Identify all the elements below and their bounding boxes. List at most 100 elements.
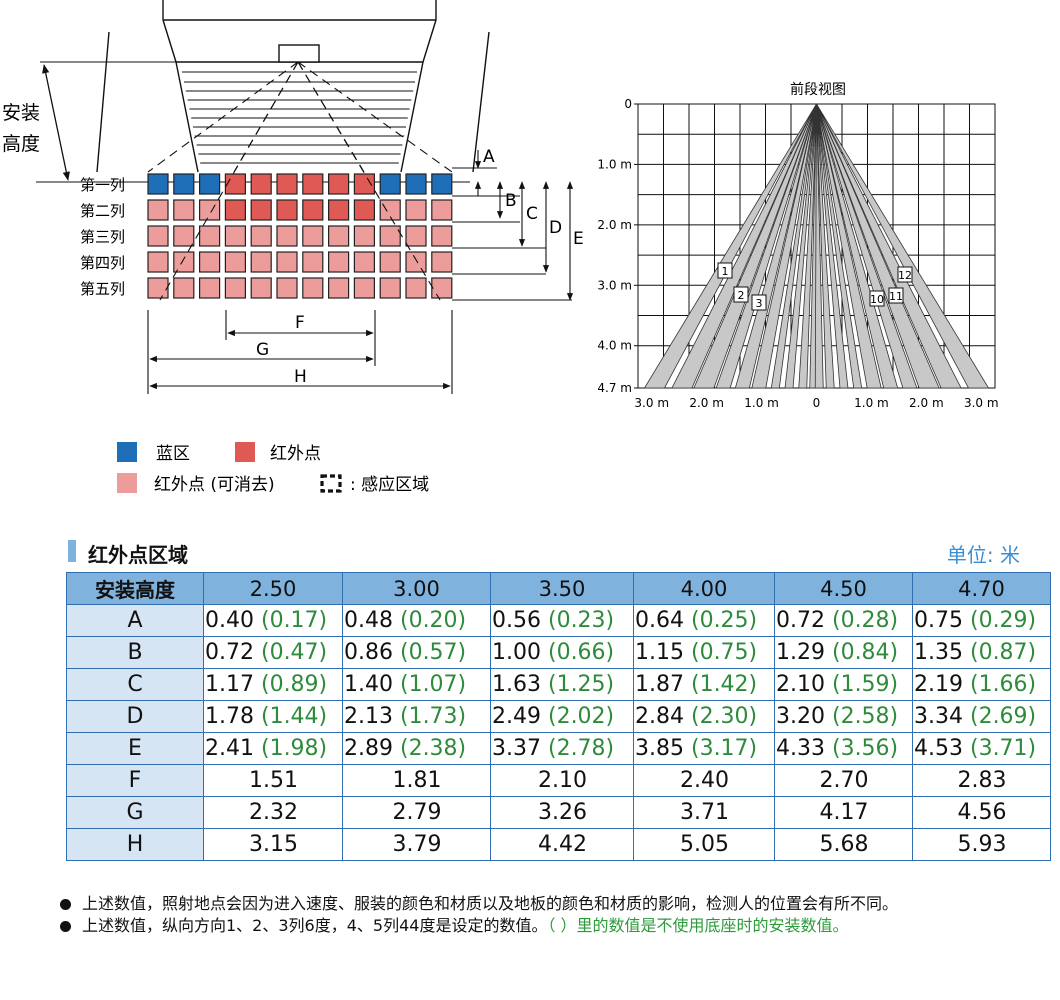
beam	[816, 103, 940, 389]
dim-label-c: C	[526, 204, 538, 224]
table-header-row: 安装高度 2.50 3.00 3.50 4.00 4.50 4.70	[66, 572, 1051, 605]
cell-alt-value: (1.98)	[260, 736, 328, 761]
cell-alt-value: (3.71)	[969, 736, 1037, 761]
ir-spot-cell	[199, 199, 221, 221]
unit-label: 单位: 米	[946, 543, 1020, 567]
y-tick-label: 0	[624, 97, 632, 111]
ir-spot-cell	[173, 251, 195, 273]
ir-spot-cell	[379, 199, 401, 221]
x-tick-label: 2.0 m	[689, 396, 724, 410]
ir-spot-cell	[224, 173, 246, 195]
table-cell: 0.56 (0.23)	[490, 604, 634, 637]
table-cell: 1.15 (0.75)	[633, 636, 775, 669]
y-tick-label: 3.0 m	[597, 278, 632, 292]
beam	[816, 103, 962, 389]
bullet-icon	[60, 899, 71, 910]
cell-value: 0.86	[344, 640, 393, 665]
cell-alt-value: (1.73)	[399, 704, 467, 729]
table-cell: 2.70	[774, 764, 913, 797]
table-cell: 1.51	[203, 764, 343, 797]
x-tick-label: 3.0 m	[634, 396, 669, 410]
sensor-stripes	[182, 71, 417, 164]
ir-spot-cell	[353, 225, 375, 247]
table-cell: 2.89 (2.38)	[342, 732, 491, 765]
dim-label-h: H	[294, 367, 307, 387]
ir-spot-cell	[328, 251, 350, 273]
ir-spot-cell	[431, 251, 453, 273]
table-header-col: 4.50	[774, 572, 913, 605]
cell-alt-value: (1.44)	[260, 704, 328, 729]
ir-spot-cell	[405, 173, 427, 195]
row-label: 第四列	[80, 254, 125, 272]
legend-zone-icon	[320, 474, 342, 493]
cell-value: 3.79	[392, 832, 442, 857]
beam-label: 10	[870, 293, 884, 306]
cell-alt-value: (1.25)	[547, 672, 615, 697]
section-title: 红外点区域	[88, 543, 188, 567]
beam	[643, 103, 817, 389]
ir-spot-cell	[173, 173, 195, 195]
beam	[784, 103, 817, 389]
cell-value: 2.10	[538, 768, 587, 793]
ir-spot-cell	[431, 277, 453, 299]
ir-spot-cell	[199, 225, 221, 247]
x-tick-label: 2.0 m	[909, 396, 944, 410]
legend-zone-label: : 感应区域	[350, 475, 429, 495]
beam-label: 12	[898, 269, 912, 282]
table-row-label: H	[66, 828, 204, 861]
table-cell: 2.10 (1.59)	[774, 668, 913, 701]
ir-spot-cell	[302, 277, 324, 299]
cell-value: 1.40	[344, 672, 393, 697]
table-cell: 3.26	[490, 796, 634, 829]
cell-value: 3.37	[492, 736, 541, 761]
table-cell: 5.93	[912, 828, 1051, 861]
ir-spot-cell	[431, 225, 453, 247]
beam	[715, 103, 817, 389]
table-row-label: B	[66, 636, 204, 669]
legend-blue-label: 蓝区	[156, 444, 190, 464]
vertical-dimension-letters: A B C D E	[483, 147, 584, 249]
install-height-label-2: 高度	[2, 133, 40, 155]
table-cell: 3.34 (2.69)	[912, 700, 1051, 733]
cell-value: 2.70	[819, 768, 869, 793]
table-cell: 1.35 (0.87)	[912, 636, 1051, 669]
legend-pink-label: 红外点 (可消去)	[154, 475, 275, 495]
x-tick-label: 0	[813, 396, 821, 410]
beam	[816, 103, 899, 389]
cell-value: 1.87	[635, 672, 684, 697]
cell-value: 4.33	[776, 736, 825, 761]
ir-spot-cell	[379, 173, 401, 195]
beam-label: 3	[756, 297, 763, 310]
table-cell: 4.56	[912, 796, 1051, 829]
ir-spot-cell	[199, 251, 221, 273]
cell-value: 4.53	[914, 736, 963, 761]
ir-spot-cell	[379, 251, 401, 273]
ir-spot-cell	[173, 277, 195, 299]
table-header-install-height: 安装高度	[66, 572, 204, 605]
dim-label-d: D	[549, 218, 562, 238]
ir-spot-cell	[199, 173, 221, 195]
dim-label-e: E	[573, 229, 584, 249]
beam	[770, 103, 817, 389]
beam	[816, 103, 990, 389]
table-cell: 1.63 (1.25)	[490, 668, 634, 701]
cell-value: 5.68	[819, 832, 869, 857]
ir-spot-cell	[276, 277, 298, 299]
wall-lines	[96, 31, 490, 173]
ir-spot-cell	[173, 225, 195, 247]
y-tick-label: 1.0 m	[597, 157, 632, 171]
table-row-label: G	[66, 796, 204, 829]
cell-alt-value: (1.59)	[831, 672, 899, 697]
table-cell: 1.87 (1.42)	[633, 668, 775, 701]
table-row-label: F	[66, 764, 204, 797]
ir-spot-cell	[173, 199, 195, 221]
table-header-col: 3.00	[342, 572, 491, 605]
ir-spot-cell	[328, 199, 350, 221]
cell-alt-value: (2.38)	[399, 736, 467, 761]
y-tick-label: 4.0 m	[597, 339, 632, 353]
ir-spot-cell	[224, 199, 246, 221]
